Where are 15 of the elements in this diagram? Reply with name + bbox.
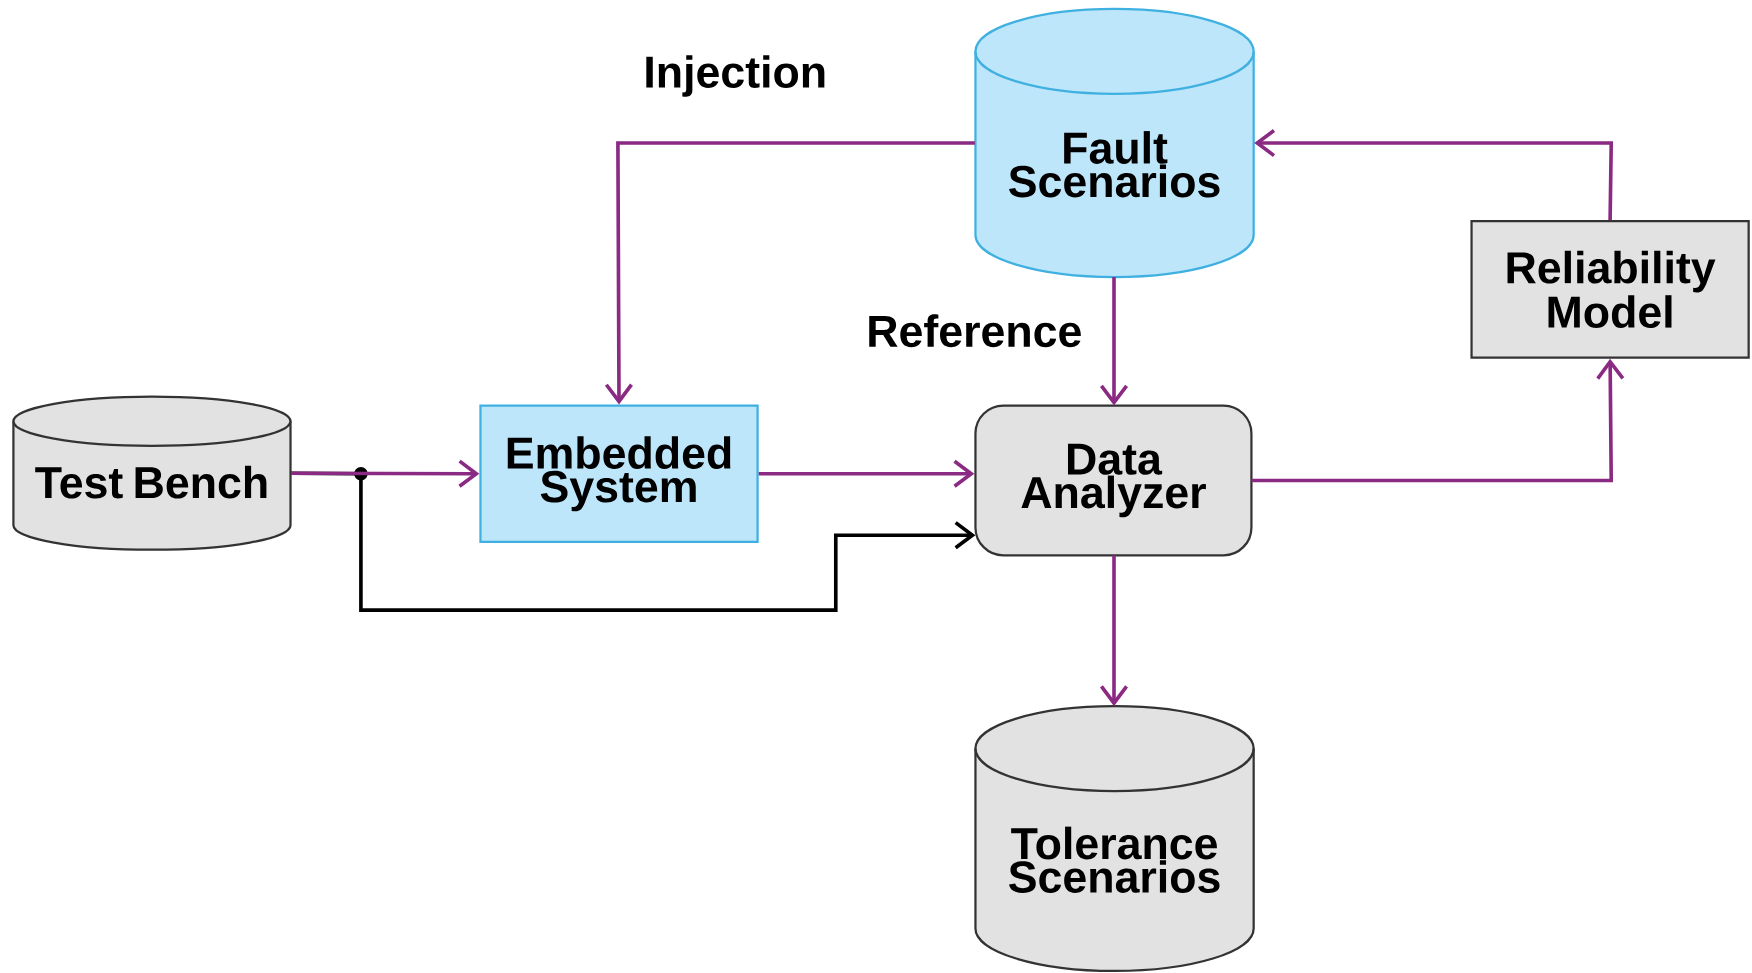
- cylinder: Fault Scenarios: [974, 7, 1255, 279]
- arrow: [1099, 555, 1129, 707]
- edge-label: Injection: [640, 52, 830, 100]
- process-box: Reliability Model: [1470, 220, 1750, 359]
- arrow: [758, 459, 975, 488]
- arrow: [1254, 128, 1614, 221]
- edge-label: Reference: [863, 311, 1086, 350]
- cylinder: Test Bench: [12, 395, 292, 551]
- arrow: [1251, 358, 1625, 483]
- arrow: [291, 459, 480, 488]
- process-box: Embedded System: [479, 404, 759, 543]
- arrow: [1099, 277, 1129, 406]
- arrow: [604, 141, 975, 405]
- process-box: Data Analyzer: [974, 404, 1253, 557]
- cylinder: Tolerance Scenarios: [974, 704, 1255, 972]
